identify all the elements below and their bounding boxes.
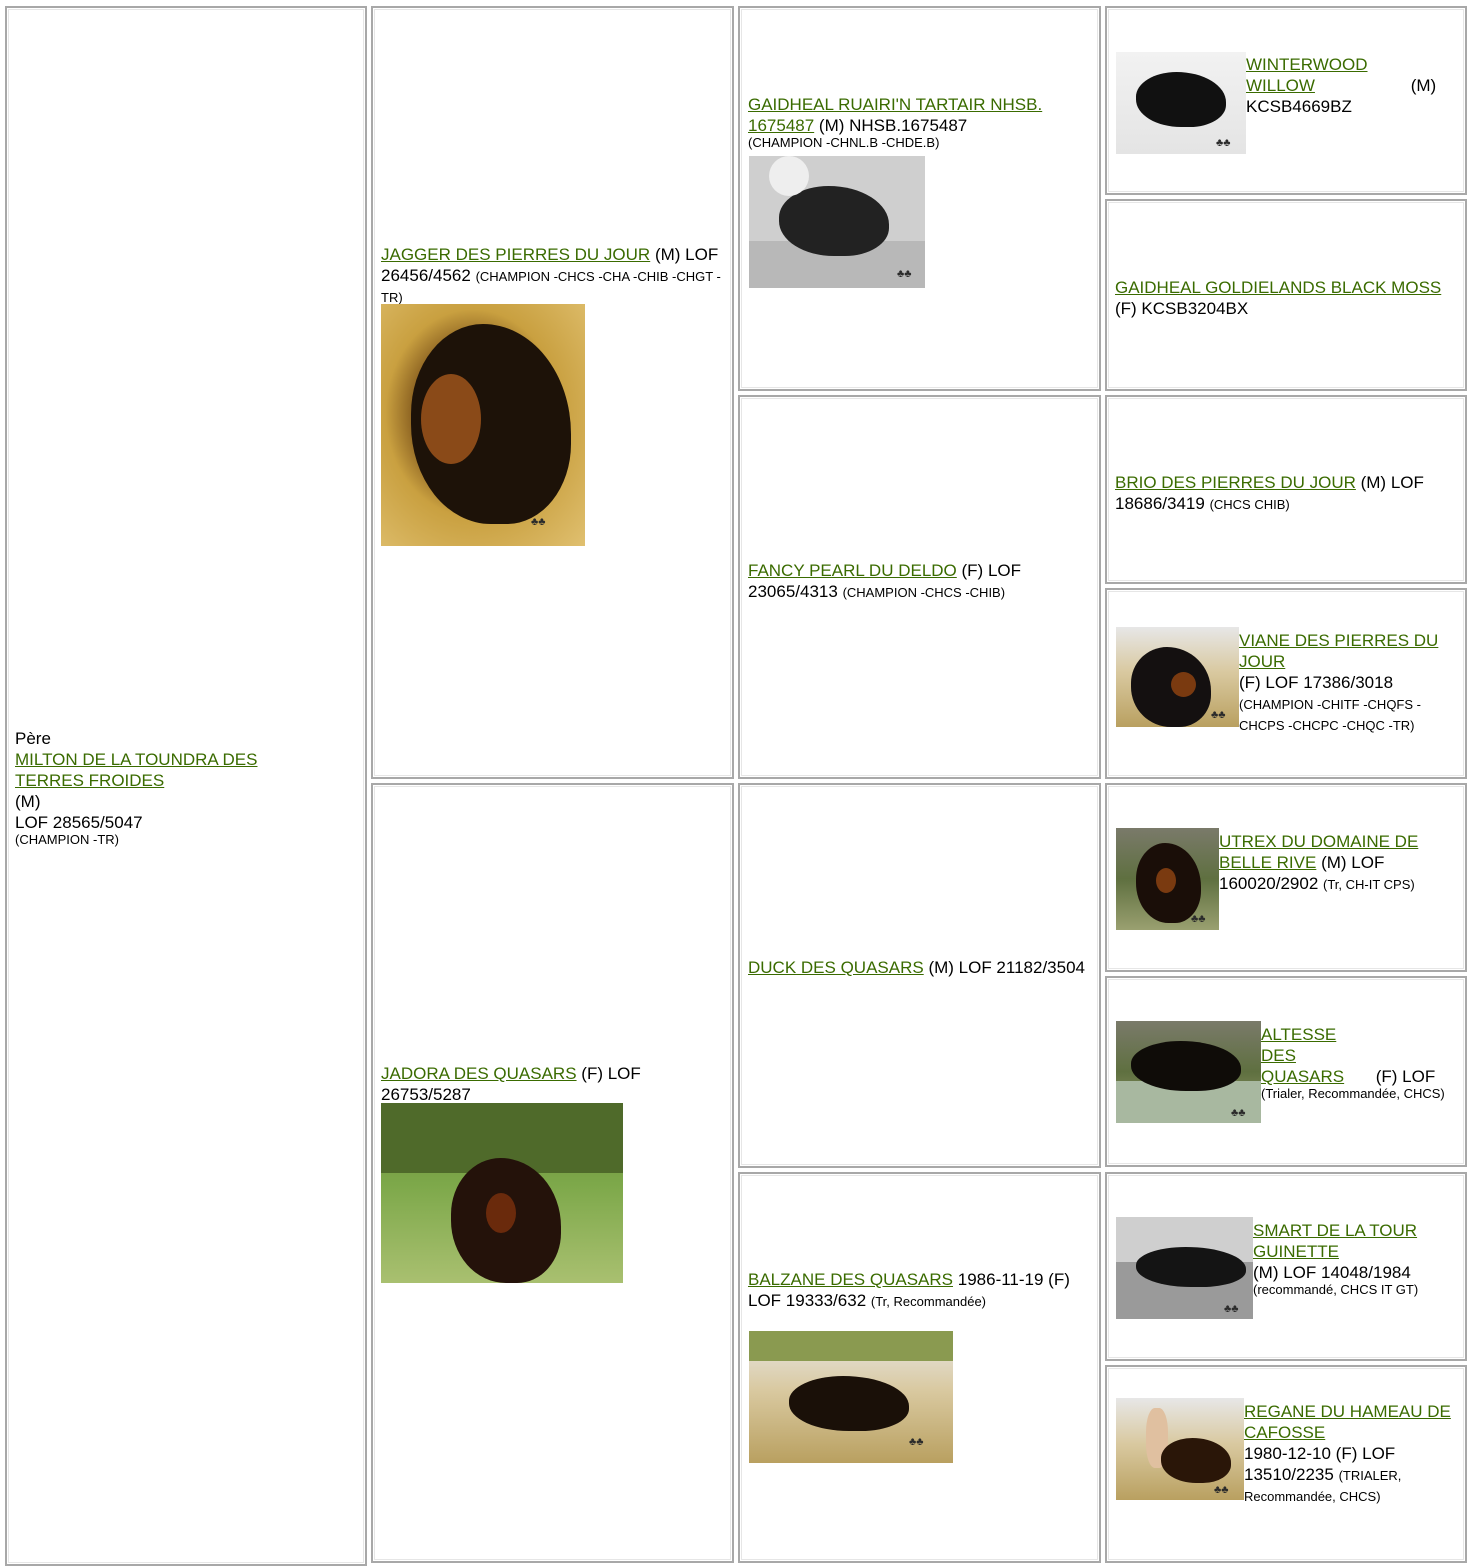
pedigree-cell-gen3-3: ♣♣ VIANE DES PIERRES DU JOUR (F) LOF 173… xyxy=(1105,588,1467,779)
dog-info: (F) LOF 23065/4313 xyxy=(748,561,1022,601)
pedigree-cell-gen3-7: ♣♣ REGANE DU HAMEAU DE CAFOSSE 1980-12-1… xyxy=(1105,1365,1467,1563)
dog-info: (F) LOF xyxy=(1375,1067,1436,1086)
dog-info: 1986-11-19 (F) LOF 19333/632 xyxy=(748,1270,1070,1310)
dog-photo: ♣♣ xyxy=(1116,1021,1261,1123)
dog-titles: (TRIALER, Recommandée, CHCS) xyxy=(1244,1468,1402,1504)
logo-mark-icon: ♣♣ xyxy=(1211,709,1226,721)
logo-mark-icon: ♣♣ xyxy=(1224,1303,1239,1315)
dog-titles: (CHCS CHIB) xyxy=(1209,497,1290,512)
dog-photo: ♣♣ xyxy=(1116,828,1219,930)
dog-link[interactable]: WINTERWOOD WILLOW xyxy=(1246,55,1368,95)
pere-sex: (M) xyxy=(15,792,41,811)
pedigree-cell-gen2-1: FANCY PEARL DU DELDO (F) LOF 23065/4313 … xyxy=(738,395,1101,779)
dog-titles: (CHAMPION -CHCS -CHA -CHIB -CHGT -TR) xyxy=(381,269,721,305)
dog-link[interactable]: ALTESSE DES QUASARS xyxy=(1261,1025,1345,1086)
dog-photo: ♣♣ xyxy=(749,156,925,288)
dog-photo: ♣♣ xyxy=(1116,627,1239,727)
dog-photo xyxy=(381,1103,623,1283)
dog-titles: (Trialer, Recommandée, CHCS) xyxy=(1261,1086,1445,1101)
pedigree-cell-gen3-5: ♣♣ ALTESSE DES QUASARS (F) LOF (Trialer,… xyxy=(1105,976,1467,1167)
dog-photo: ♣♣ xyxy=(1116,1217,1253,1319)
dog-info: (M) LOF 21182/3504 xyxy=(928,958,1085,977)
dog-link-pere[interactable]: MILTON DE LA TOUNDRA DES TERRES FROIDES xyxy=(15,750,258,790)
pedigree-cell-gen2-2: DUCK DES QUASARS (M) LOF 21182/3504 xyxy=(738,783,1101,1168)
logo-mark-icon: ♣♣ xyxy=(1191,913,1206,925)
dog-info: 1980-12-10 (F) LOF 13510/2235 xyxy=(1244,1444,1396,1484)
dog-titles: (recommandé, CHCS IT GT) xyxy=(1253,1282,1419,1297)
pere-reg: LOF 28565/5047 xyxy=(15,813,143,832)
logo-mark-icon: ♣♣ xyxy=(531,516,546,528)
pere-label: Père xyxy=(15,729,51,748)
dog-info: (M) NHSB.1675487 xyxy=(818,116,968,135)
dog-info: (M) LOF 18686/3419 xyxy=(1115,473,1424,513)
dog-link[interactable]: BALZANE DES QUASARS xyxy=(748,1270,954,1289)
dog-link[interactable]: FANCY PEARL DU DELDO xyxy=(748,561,957,580)
pedigree-cell-gen1-1: JADORA DES QUASARS (F) LOF 26753/5287 xyxy=(371,783,734,1563)
dog-link[interactable]: JADORA DES QUASARS xyxy=(381,1064,577,1083)
pedigree-cell-gen3-1: GAIDHEAL GOLDIELANDS BLACK MOSS (F) KCSB… xyxy=(1105,199,1467,391)
logo-mark-icon: ♣♣ xyxy=(1231,1107,1246,1119)
dog-link[interactable]: DUCK DES QUASARS xyxy=(748,958,924,977)
dog-link[interactable]: GAIDHEAL GOLDIELANDS BLACK MOSS xyxy=(1115,278,1442,297)
dog-info: (M) LOF 26456/4562 xyxy=(381,245,719,285)
pedigree-cell-gen3-6: ♣♣ SMART DE LA TOUR GUINETTE (M) LOF 140… xyxy=(1105,1172,1467,1361)
logo-mark-icon: ♣♣ xyxy=(1214,1484,1229,1496)
dog-link[interactable]: VIANE DES PIERRES DU JOUR xyxy=(1239,631,1439,671)
pedigree-cell-gen2-0: GAIDHEAL RUAIRI'N TARTAIR NHSB. 1675487 … xyxy=(738,6,1101,391)
dog-info: (F) LOF 17386/3018 xyxy=(1239,673,1394,692)
dog-photo: ♣♣ xyxy=(1116,52,1246,154)
dog-link[interactable]: SMART DE LA TOUR GUINETTE xyxy=(1253,1221,1418,1261)
dog-titles: (CHAMPION -CHNL.B -CHDE.B) xyxy=(748,135,940,150)
pere-titles: (CHAMPION -TR) xyxy=(15,832,119,847)
dog-photo: ♣♣ xyxy=(1116,1398,1244,1500)
dog-info: (M) KCSB4669BZ xyxy=(1246,76,1437,116)
logo-mark-icon: ♣♣ xyxy=(897,268,912,280)
dog-info: (F) LOF 26753/5287 xyxy=(381,1064,641,1104)
pedigree-cell-pere: Père MILTON DE LA TOUNDRA DES TERRES FRO… xyxy=(5,6,367,1566)
dog-info: (M) LOF 14048/1984 xyxy=(1253,1263,1411,1282)
pedigree-cell-gen3-2: BRIO DES PIERRES DU JOUR (M) LOF 18686/3… xyxy=(1105,395,1467,584)
pedigree-cell-gen1-0: JAGGER DES PIERRES DU JOUR (M) LOF 26456… xyxy=(371,6,734,779)
pedigree-cell-gen3-0: ♣♣ WINTERWOOD WILLOW (M) KCSB4669BZ xyxy=(1105,6,1467,195)
dog-titles: (Tr, CH-IT CPS) xyxy=(1323,877,1415,892)
dog-info: (M) LOF 160020/2902 xyxy=(1219,853,1385,893)
dog-titles: (CHAMPION -CHCS -CHIB) xyxy=(842,585,1006,600)
dog-titles: (CHAMPION -CHITF -CHQFS -CHCPS -CHCPC -C… xyxy=(1239,697,1421,733)
pedigree-cell-gen3-4: ♣♣ UTREX DU DOMAINE DE BELLE RIVE (M) LO… xyxy=(1105,783,1467,972)
dog-info: (F) KCSB3204BX xyxy=(1115,299,1249,318)
dog-link[interactable]: BRIO DES PIERRES DU JOUR xyxy=(1115,473,1356,492)
logo-mark-icon: ♣♣ xyxy=(909,1436,924,1448)
dog-link[interactable]: UTREX DU DOMAINE DE BELLE RIVE xyxy=(1219,832,1419,872)
dog-link[interactable]: JAGGER DES PIERRES DU JOUR xyxy=(381,245,651,264)
pedigree-cell-gen2-3: BALZANE DES QUASARS 1986-11-19 (F) LOF 1… xyxy=(738,1172,1101,1563)
dog-link[interactable]: REGANE DU HAMEAU DE CAFOSSE xyxy=(1244,1402,1451,1442)
logo-mark-icon: ♣♣ xyxy=(1216,137,1231,149)
dog-titles: (Tr, Recommandée) xyxy=(870,1294,986,1309)
dog-link[interactable]: GAIDHEAL RUAIRI'N TARTAIR NHSB. 1675487 xyxy=(748,95,1043,135)
dog-photo: ♣♣ xyxy=(381,304,585,546)
dog-photo: ♣♣ xyxy=(749,1331,953,1463)
